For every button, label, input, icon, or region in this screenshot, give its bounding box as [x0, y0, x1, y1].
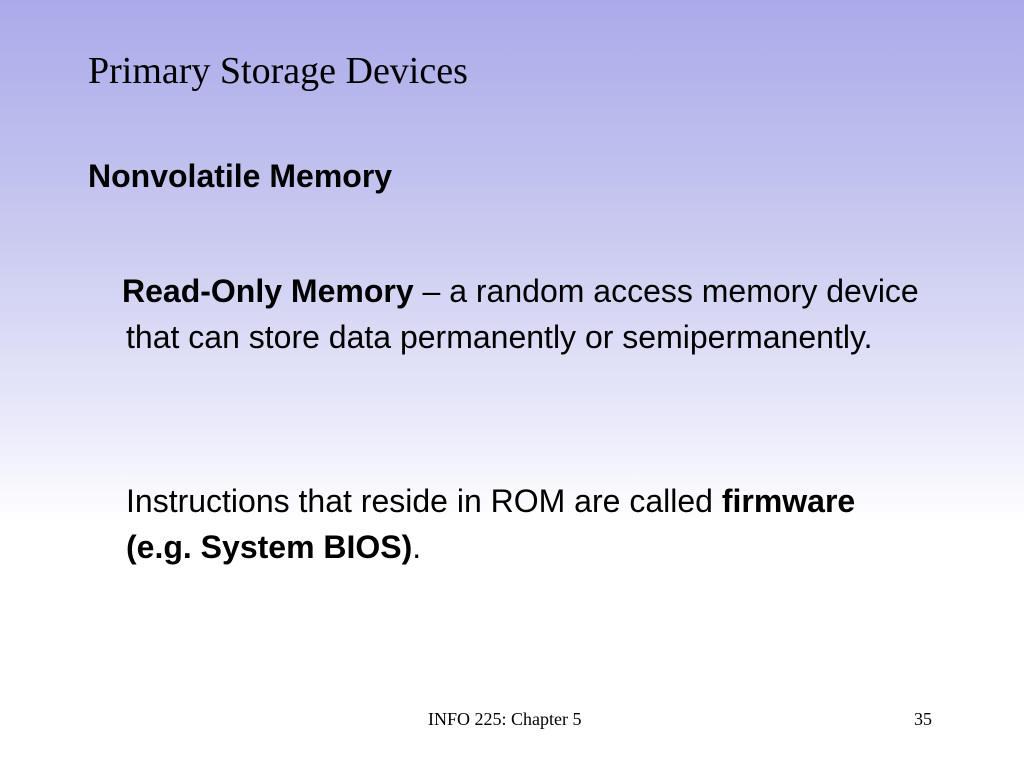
definition-paragraph: Read-Only Memory – a random access memor… — [122, 268, 926, 360]
definition-text: – a random access memory device that can… — [126, 273, 919, 355]
definition-term: Read-Only Memory — [122, 273, 414, 309]
firmware-text: Instructions that reside in ROM are call… — [126, 483, 722, 519]
firmware-trailing: . — [412, 529, 422, 565]
section-heading: Nonvolatile Memory — [88, 158, 393, 194]
slide-title: Primary Storage Devices — [88, 50, 468, 92]
firmware-paragraph: Instructions that reside in ROM are call… — [126, 478, 926, 570]
footer-chapter: INFO 225: Chapter 5 — [428, 709, 582, 729]
firmware-term: firmware (e.g. System BIOS) — [126, 483, 856, 565]
page-number: 35 — [914, 709, 932, 729]
